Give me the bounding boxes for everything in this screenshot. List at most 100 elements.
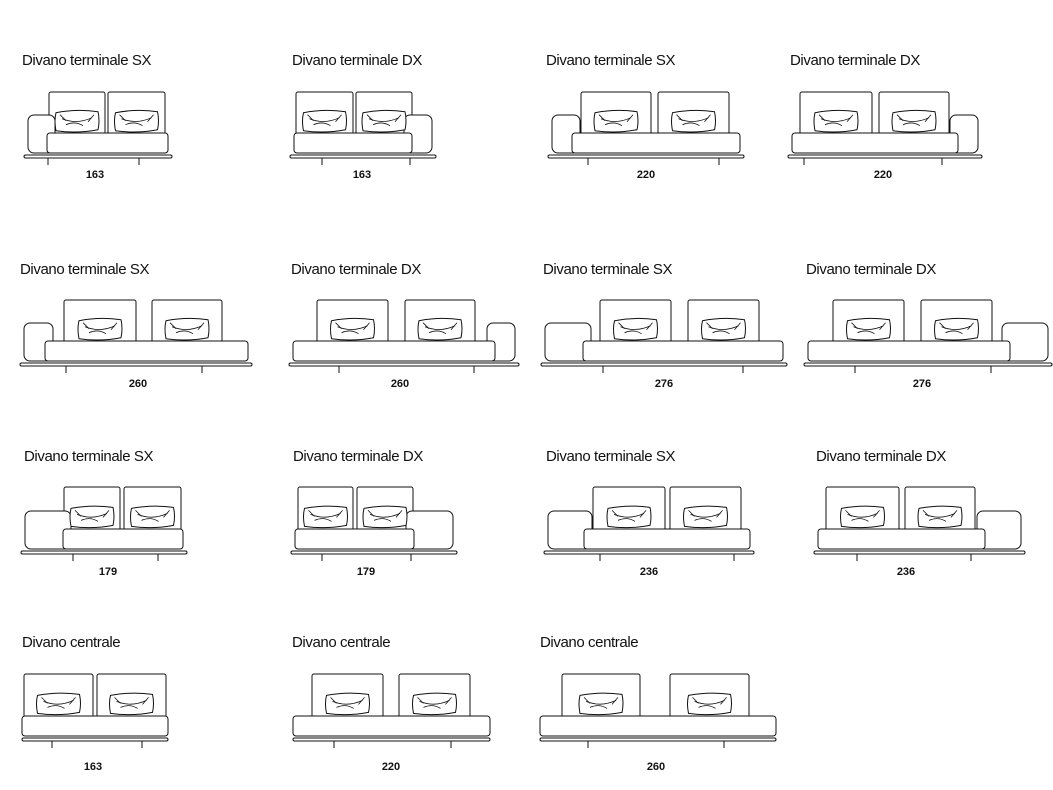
sofa-width-label: 163 (86, 169, 104, 181)
pillow-seam (706, 322, 713, 329)
pillow-seam (59, 114, 67, 121)
pillow-seam (394, 114, 402, 122)
seat-cushion (21, 715, 169, 737)
sofa-title: Divano terminale DX (806, 261, 936, 278)
pillow-seam (336, 510, 343, 518)
seat-cushion (582, 340, 784, 362)
base-platform (290, 550, 458, 555)
pillow-seam (639, 510, 647, 518)
sofa-title: Divano terminale DX (790, 52, 920, 69)
pillow-seam (618, 322, 625, 329)
pillow-seam (41, 697, 48, 704)
pillow-seam (445, 697, 452, 705)
pillow-seam (611, 697, 619, 705)
pillow-seam (712, 330, 730, 335)
sofa-title: Divano terminale DX (816, 448, 946, 465)
pillow-seam (846, 114, 854, 122)
sofa-title: Divano terminale DX (292, 52, 422, 69)
pillow-seam (363, 322, 370, 330)
sofa-item: Divano terminale SX 220 (546, 52, 745, 181)
pillow-seam (423, 705, 441, 709)
sofa-width-label: 260 (647, 761, 665, 773)
sofa-title: Divano terminale SX (20, 261, 150, 278)
sofa-item: Divano centrale 260 (539, 634, 777, 773)
pillow-seam (604, 122, 623, 127)
base-platform (547, 154, 745, 159)
sofa-width-label: 179 (357, 566, 375, 578)
sofa-title: Divano terminale SX (22, 52, 152, 69)
pillow-seam (924, 114, 932, 122)
base-platform (803, 362, 1053, 367)
pillow-seam (818, 114, 826, 121)
pillow-seam (698, 705, 716, 709)
pillow-seam (336, 705, 354, 709)
base-platform (292, 737, 491, 742)
pillow-seam (734, 322, 741, 330)
pillow-seam (119, 114, 126, 121)
pillow-seam (142, 697, 149, 705)
pillow-seam (589, 705, 608, 709)
sofa-drawing (803, 299, 1053, 373)
sofa-title: Divano centrale (292, 634, 390, 651)
pillow-seam (939, 322, 946, 329)
pillow-seam (47, 705, 65, 709)
pillow-seam (450, 322, 458, 330)
pillow-seam (611, 510, 619, 517)
sofa-title: Divano terminale DX (291, 261, 421, 278)
seat-cushion (62, 528, 184, 550)
sofa-item: Divano terminale DX 163 (289, 52, 437, 181)
sofa-item: Divano terminale DX 276 (803, 261, 1053, 390)
pillow-seam (307, 114, 314, 121)
seat-cushion (807, 340, 1011, 362)
sofa-width-label: 236 (897, 566, 915, 578)
pillow-seam (598, 114, 606, 121)
pillow-seam (704, 114, 711, 122)
pillow-seam (896, 114, 904, 121)
pillow-seam (692, 697, 699, 704)
sofa-drawing (813, 486, 1026, 561)
pillow-seam (422, 322, 430, 329)
pillow-seam (330, 697, 337, 704)
pillow-seam (922, 510, 930, 517)
pillow-seam (716, 510, 723, 518)
sofa-title: Divano terminale SX (543, 261, 673, 278)
pillow-seam (102, 510, 110, 518)
pillow-seam (308, 510, 315, 517)
pillow-seam (967, 322, 974, 330)
seat-cushion (791, 132, 959, 154)
sofa-width-label: 163 (84, 761, 102, 773)
base-platform (787, 154, 983, 159)
pillow-seam (945, 330, 963, 335)
pillow-seam (428, 330, 447, 335)
pillow-seam (879, 322, 886, 330)
pillow-seam (88, 330, 107, 335)
pillow-seam (851, 322, 858, 329)
sofa-title: Divano centrale (22, 634, 120, 651)
sofa-drawing (20, 486, 188, 561)
sofa-drawing (19, 299, 253, 373)
pillow-seam (626, 114, 634, 122)
pillow-seam (80, 518, 99, 522)
pillow-seam (110, 322, 118, 330)
seat-cushion (46, 132, 169, 154)
sofa-title: Divano terminale DX (293, 448, 423, 465)
pillow-seam (120, 705, 138, 709)
pillow-seam (366, 114, 374, 121)
sofa-width-label: 236 (640, 566, 658, 578)
sofa-drawing (23, 91, 173, 165)
pillow-seam (175, 330, 194, 335)
sofa-drawing (787, 91, 983, 165)
pillow-seam (617, 518, 636, 522)
pillow-seam (335, 322, 342, 329)
sofa-item: Divano centrale 220 (292, 634, 491, 773)
sofa-title: Divano terminale SX (546, 448, 676, 465)
seat-cushion (292, 715, 491, 737)
sofa-drawing (290, 486, 458, 561)
sofa-drawing (543, 486, 755, 561)
sofa-width-label: 276 (655, 378, 673, 390)
sofa-drawing (289, 91, 437, 165)
sofa-width-label: 276 (913, 378, 931, 390)
sofa-width-label: 179 (99, 566, 117, 578)
sofa-item: Divano terminale SX 179 (20, 448, 188, 578)
sofa-title: Divano terminale SX (546, 52, 676, 69)
